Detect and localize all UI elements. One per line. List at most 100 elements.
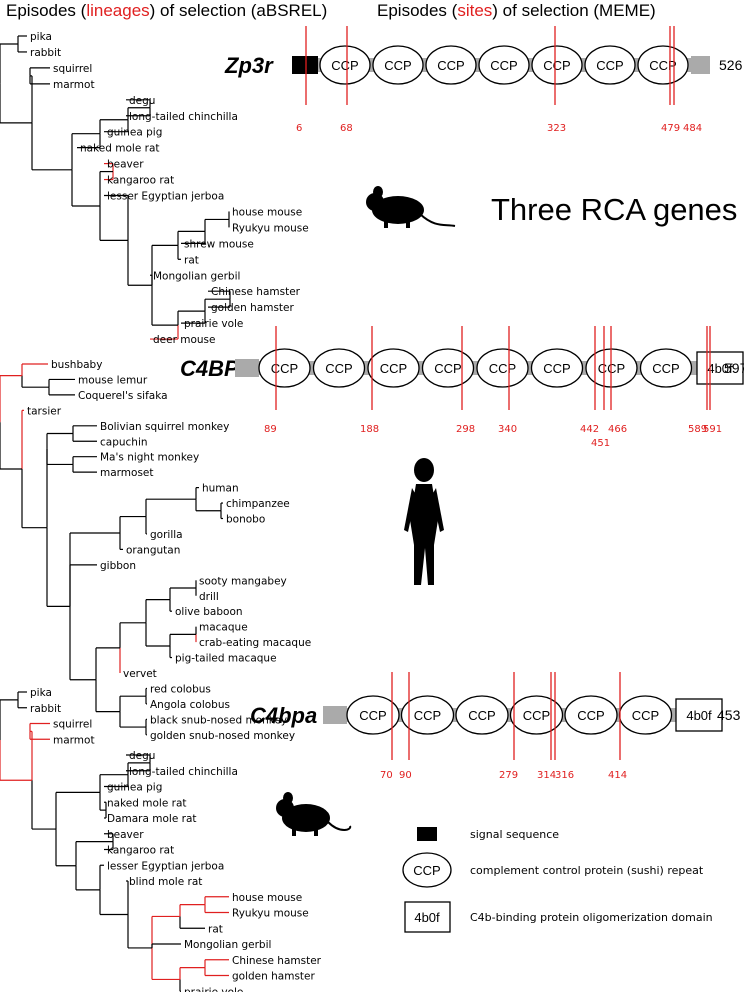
- taxon-label: gibbon: [100, 560, 136, 572]
- taxon-label: degu: [129, 750, 155, 762]
- taxon-label: prairie vole: [184, 318, 243, 330]
- taxon-label: Angola colobus: [150, 699, 230, 711]
- taxon-label: shrew mouse: [184, 238, 254, 250]
- site-label: 68: [340, 123, 353, 134]
- taxon-label: rabbit: [30, 47, 61, 59]
- taxon-label: pig-tailed macaque: [175, 653, 277, 665]
- taxon-label: red colobus: [150, 683, 211, 695]
- gene-name: C4bpa: [250, 703, 317, 728]
- site-label: 89: [264, 424, 277, 435]
- ccp-domain-label: CCP: [468, 708, 495, 723]
- legend-signal-label: signal sequence: [470, 828, 559, 841]
- tree-3: pikarabbitsquirrelmarmotdegulong-tailed …: [0, 687, 322, 992]
- site-label: 279: [499, 770, 518, 781]
- taxon-label: blind mole rat: [129, 876, 202, 888]
- taxon-label: Chinese hamster: [232, 955, 322, 967]
- site-label: 6: [296, 123, 302, 134]
- site-label: 414: [608, 770, 627, 781]
- taxon-label: Ryukyu mouse: [232, 908, 309, 920]
- taxon-label: bonobo: [226, 514, 265, 526]
- taxon-label: gorilla: [150, 529, 183, 541]
- taxon-label: degu: [129, 95, 155, 107]
- taxon-label: squirrel: [53, 63, 92, 75]
- ccp-domain: [530, 348, 584, 388]
- ccp-domain-label: CCP: [543, 361, 570, 376]
- legend-4b0f-symbol-text: 4b0f: [414, 910, 440, 925]
- ccp-domain: [367, 348, 420, 388]
- taxon-label: Coquerel's sifaka: [78, 390, 168, 402]
- site-label: 466: [608, 424, 627, 435]
- legend-ccp-symbol: [402, 852, 452, 888]
- ccp-domain: [637, 45, 689, 85]
- ccp-domain-label: CCP: [434, 361, 461, 376]
- taxon-label: marmot: [53, 79, 95, 91]
- taxon-label: long-tailed chinchilla: [129, 766, 238, 778]
- legend: signal sequence CCP complement control p…: [402, 827, 713, 933]
- taxon-label: guinea pig: [107, 782, 162, 794]
- taxon-label: squirrel: [53, 719, 92, 731]
- right-header: Episodes (sites) of selection (MEME): [377, 1, 656, 20]
- taxon-label: guinea pig: [107, 127, 162, 139]
- taxon-label: Mongolian gerbil: [184, 939, 271, 951]
- ccp-domain: [584, 45, 636, 85]
- ccp-domain-label: CCP: [577, 708, 604, 723]
- linker-segment: [235, 359, 259, 377]
- site-label: 316: [555, 770, 574, 781]
- ccp-domain-label: CCP: [331, 58, 358, 73]
- taxon-label: kangaroo rat: [107, 175, 174, 187]
- taxon-label: pika: [30, 31, 52, 43]
- ccp-domain: [509, 695, 564, 735]
- taxon-label: capuchin: [100, 436, 148, 448]
- site-label: 188: [360, 424, 379, 435]
- legend-ccp-symbol-text: CCP: [413, 863, 440, 878]
- ccp-domain: [531, 45, 583, 85]
- linker-segment: [691, 56, 710, 74]
- ccp-domain-label: CCP: [490, 58, 517, 73]
- site-label: 451: [591, 438, 610, 449]
- taxon-label: human: [202, 483, 239, 495]
- ccp-domain-label: CCP: [325, 361, 352, 376]
- taxon-label: pika: [30, 687, 52, 699]
- gene-name: Zp3r: [224, 53, 274, 78]
- mouse-silhouette-top: [366, 186, 456, 228]
- linker-segment: [323, 706, 347, 724]
- site-label: 90: [399, 770, 412, 781]
- protein-length: 453: [717, 707, 741, 723]
- taxon-label: lesser Egyptian jerboa: [107, 860, 224, 872]
- ccp-domain-label: CCP: [649, 58, 676, 73]
- gene-map-2: C4BPACCPCCPCCPCCPCCPCCPCCPCCP4b0f5978918…: [180, 326, 744, 449]
- taxon-label: golden snub-nosed monkey: [150, 730, 295, 742]
- center-title: Three RCA genes: [491, 192, 737, 227]
- taxon-label: house mouse: [232, 206, 302, 218]
- ccp-domain-label: CCP: [523, 708, 550, 723]
- oligomerization-domain-label: 4b0f: [686, 708, 712, 723]
- signal-sequence: [292, 56, 318, 74]
- taxon-label: orangutan: [126, 544, 180, 556]
- taxon-label: kangaroo rat: [107, 845, 174, 857]
- left-header: Episodes (lineages) of selection (aBSREL…: [6, 1, 327, 20]
- taxon-label: tarsier: [27, 405, 62, 417]
- legend-ccp-label: complement control protein (sushi) repea…: [470, 864, 704, 877]
- ccp-domain: [564, 695, 618, 735]
- phylogenetic-trees: pika rabbit squirrel marmot degu long-tailed …: [0, 31, 322, 992]
- taxon-label: naked mole rat: [80, 143, 160, 155]
- ccp-domain-label: CCP: [596, 58, 623, 73]
- taxon-label: vervet: [123, 668, 157, 680]
- taxon-label: crab-eating macaque: [199, 637, 311, 649]
- taxon-label: olive baboon: [175, 606, 243, 618]
- mouse-silhouette-bottom: [276, 792, 352, 836]
- taxon-label: house mouse: [232, 892, 302, 904]
- taxon-label: macaque: [199, 622, 248, 634]
- protein-length: 597: [724, 360, 744, 376]
- taxon-label: marmot: [53, 734, 95, 746]
- ccp-domain-label: CCP: [489, 361, 516, 376]
- ccp-domain: [455, 695, 509, 735]
- protein-length: 526: [719, 57, 743, 73]
- taxon-label: golden hamster: [232, 971, 315, 983]
- oligomerization-domain-label: 4b0f: [707, 361, 733, 376]
- taxon-label: lesser Egyptian jerboa: [107, 191, 224, 203]
